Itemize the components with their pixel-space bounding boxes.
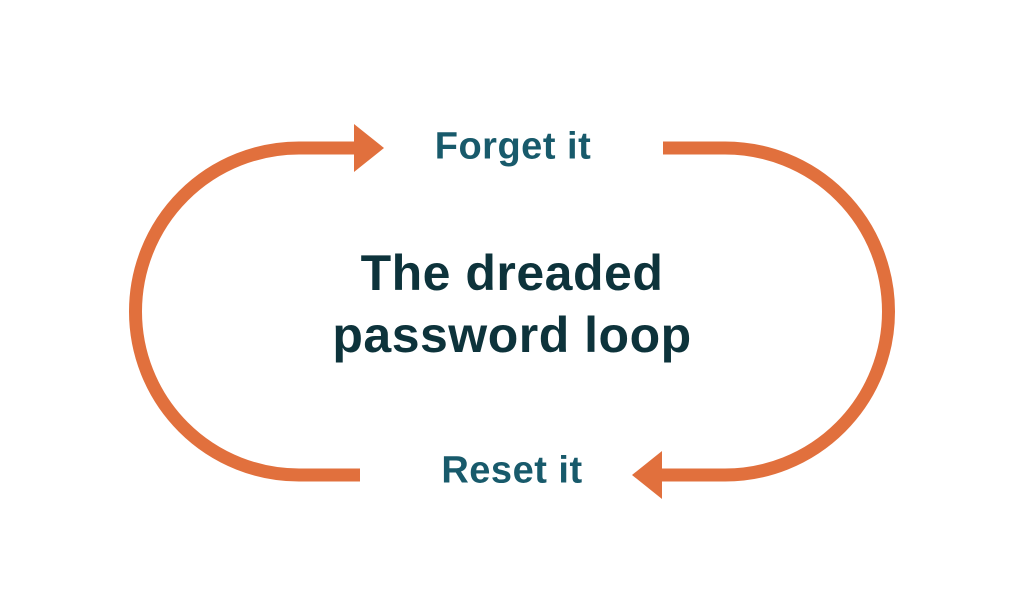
arrow-left-icon [632, 451, 662, 499]
diagram-title: The dreaded password loop [332, 242, 691, 366]
arrow-right-icon [354, 124, 384, 172]
reset-it-label: Reset it [441, 449, 583, 492]
loop-arc-left [129, 141, 360, 482]
forget-it-label: Forget it [434, 125, 592, 168]
loop-arc-right [661, 141, 895, 482]
diagram-title-line2: password loop [332, 307, 692, 363]
diagram-title-line1: The dreaded [360, 245, 664, 301]
